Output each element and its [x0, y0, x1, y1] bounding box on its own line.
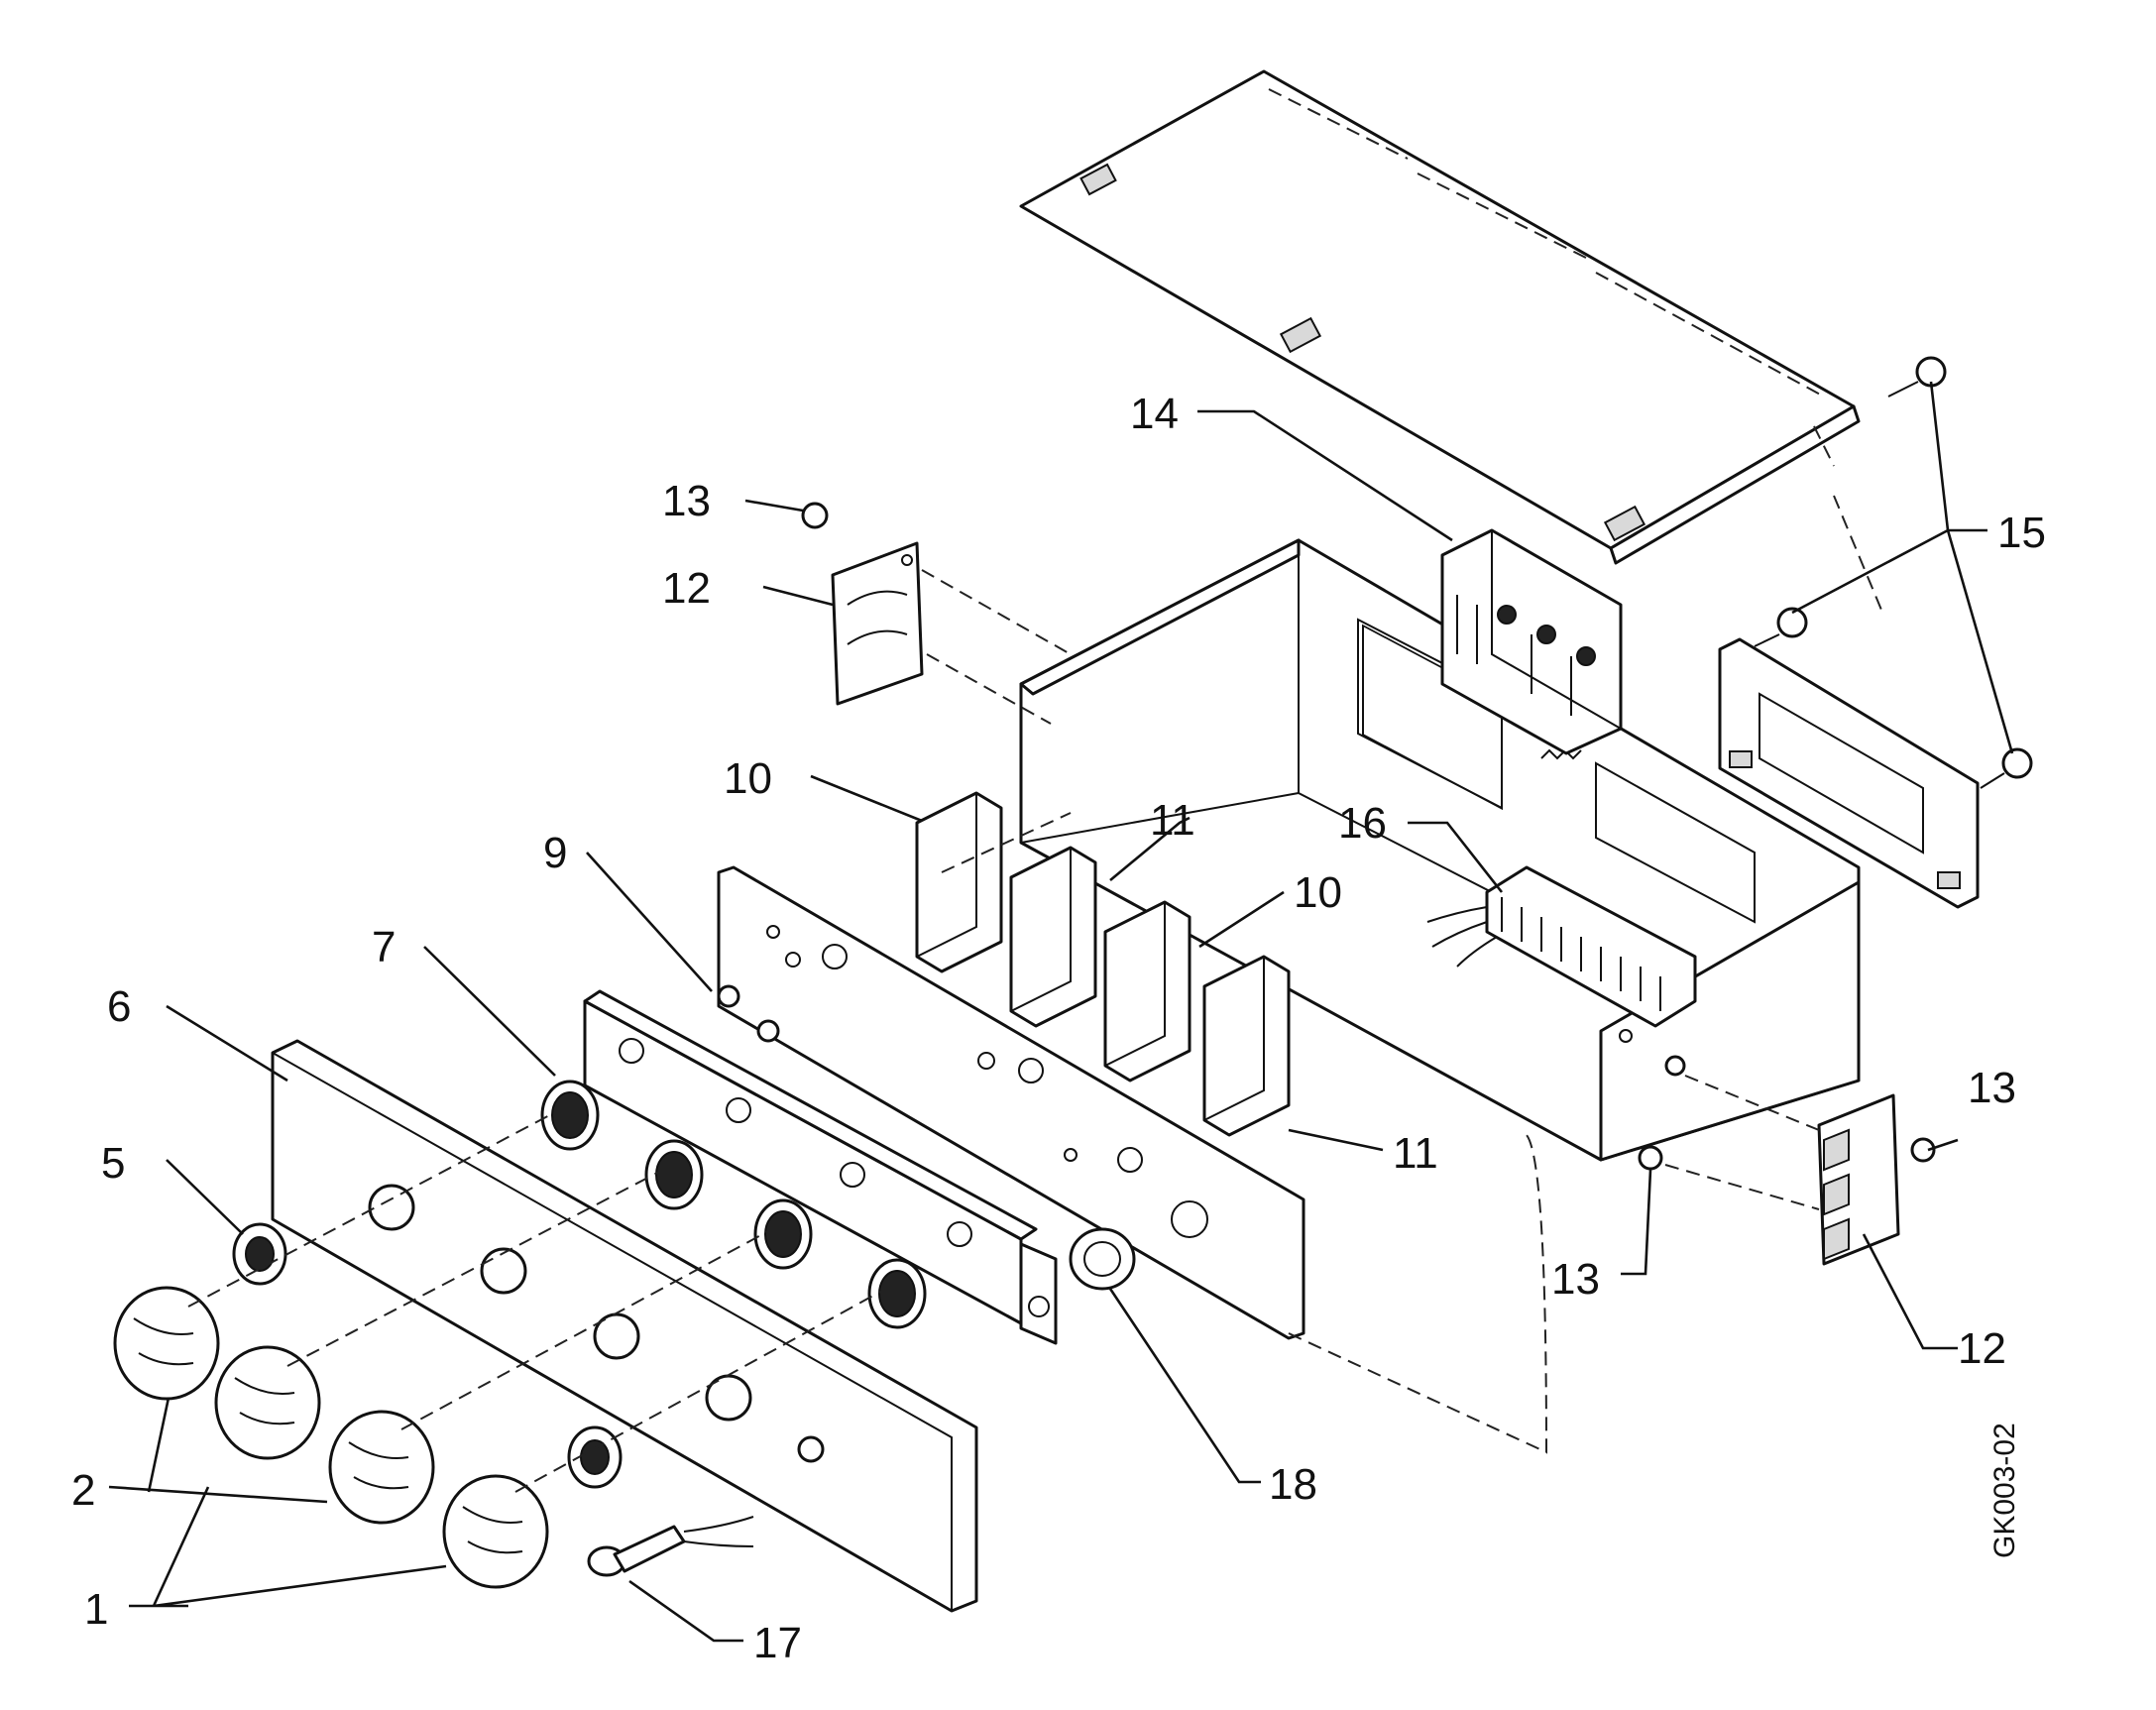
switch-module: [1009, 846, 1097, 1028]
callout-label: 7: [372, 923, 396, 971]
switch-module: [1103, 900, 1191, 1083]
switch-mounting-panel: [717, 865, 1305, 1340]
side-bracket-left: [801, 502, 1072, 725]
callout-label: 13: [662, 477, 711, 525]
control-knob: [442, 1474, 549, 1589]
control-fascia-panel: [271, 1039, 978, 1613]
callout-label: 9: [543, 829, 567, 877]
callout-label: 1: [84, 1585, 108, 1634]
switch-modules: [915, 791, 1291, 1137]
callout-label: 15: [1997, 509, 2046, 557]
callout-label: 6: [107, 982, 131, 1031]
callout-label: 11: [1393, 1129, 1438, 1178]
callout-label: 11: [1150, 796, 1195, 845]
bezel-ring: [867, 1258, 927, 1329]
callout-label: 13: [1551, 1255, 1600, 1304]
screw: [1980, 747, 2033, 789]
knob-bracket: [540, 989, 1058, 1345]
screws-15: [1754, 356, 2033, 789]
rear-plate: [1718, 637, 1980, 909]
bezel-ring: [540, 1080, 600, 1151]
bezel-ring: [644, 1139, 704, 1210]
control-knob: [214, 1345, 321, 1460]
drawing-code: GK003-02: [1988, 1423, 2021, 1558]
callout-label: 5: [101, 1139, 125, 1188]
control-knob: [328, 1410, 435, 1525]
indicator-lens: [1069, 1227, 1136, 1291]
callout-label: 10: [1294, 868, 1342, 917]
callout-label: 16: [1338, 799, 1387, 848]
top-cover: [1019, 69, 1884, 616]
callout-label: 2: [71, 1466, 95, 1515]
side-bracket-right: [1638, 1055, 1936, 1266]
callout-label: 10: [724, 754, 772, 803]
callout-label: 13: [1968, 1064, 2016, 1112]
callout-label: 17: [753, 1619, 802, 1667]
callout-label: 18: [1269, 1460, 1317, 1509]
callout-label: 12: [1958, 1324, 2006, 1373]
indicator-lamp: [587, 1516, 754, 1577]
callout-label: 14: [1130, 390, 1179, 438]
wiring-connector: [1426, 865, 1697, 1028]
screw: [1754, 607, 1808, 647]
bezel-ring: [753, 1198, 813, 1270]
switch-module: [1202, 955, 1291, 1137]
callout-labels: 1 2 5 6 7 9 10 10 11 11 12 12 13 13 13 1…: [71, 390, 2046, 1667]
control-knob: [113, 1286, 220, 1401]
knob-insert: [567, 1425, 623, 1489]
leader-lines: [108, 381, 2014, 1643]
control-knobs: [113, 1222, 623, 1589]
screw: [1887, 356, 1947, 398]
terminal-block: [1440, 528, 1623, 755]
switch-module: [915, 791, 1003, 973]
callout-label: 12: [662, 564, 711, 613]
